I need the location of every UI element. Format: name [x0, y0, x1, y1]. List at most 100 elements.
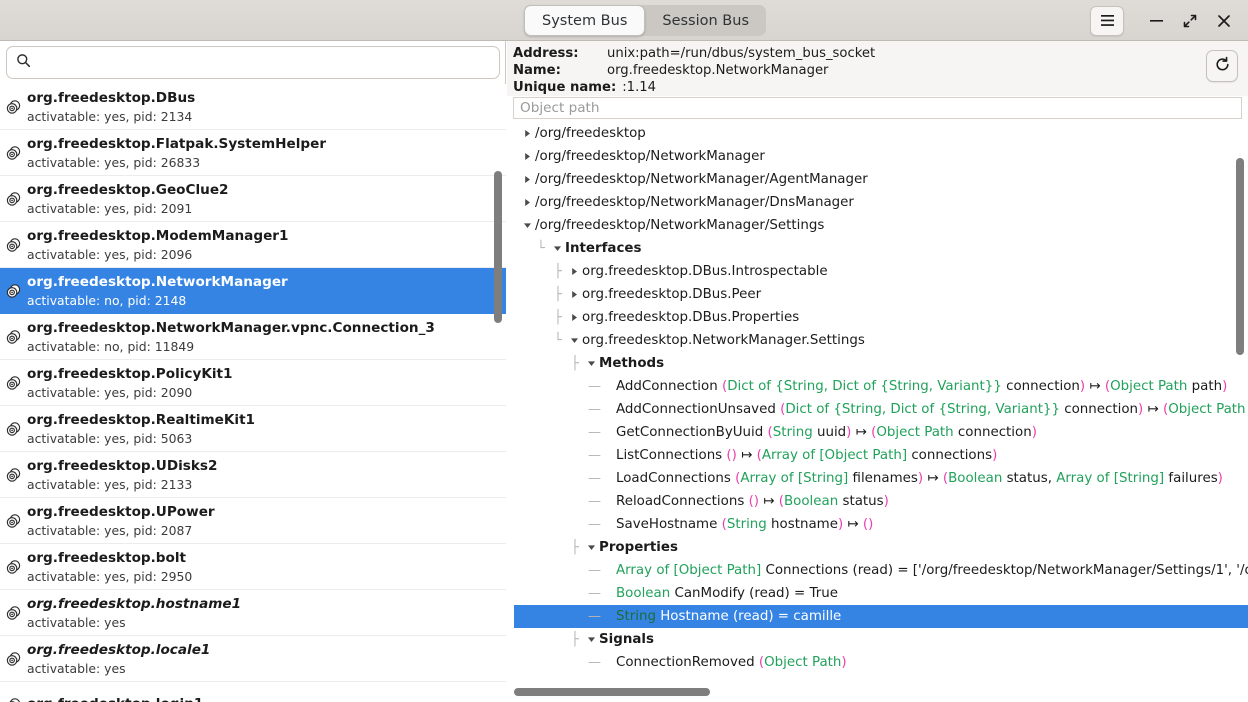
- service-name: org.freedesktop.locale1: [27, 641, 211, 658]
- dbus-service-icon: [5, 604, 22, 621]
- chevron-right-icon[interactable]: [567, 267, 582, 276]
- object-path-bar[interactable]: [513, 97, 1242, 119]
- tree-row[interactable]: —Boolean CanModify (read) = True: [514, 582, 1248, 605]
- tree-text: AddConnectionUnsaved: [616, 402, 781, 417]
- tree-horizontal-scrollbar[interactable]: [514, 688, 1238, 696]
- tree-text: ↦: [1143, 402, 1163, 417]
- service-detail: activatable: no, pid: 2148: [27, 292, 187, 308]
- tree-row-label: org.freedesktop.NetworkManager.Settings: [582, 333, 865, 348]
- address-value: unix:path=/run/dbus/system_bus_socket: [607, 46, 876, 61]
- close-button[interactable]: [1208, 6, 1240, 36]
- tree-text: AddConnection: [616, 379, 722, 394]
- signature-paren: ): [1138, 402, 1144, 417]
- tab-system-bus[interactable]: System Bus: [524, 5, 646, 36]
- tree-row[interactable]: ├org.freedesktop.DBus.Peer: [514, 283, 1248, 306]
- search-bar[interactable]: [6, 46, 500, 79]
- chevron-right-icon[interactable]: [520, 129, 535, 138]
- chevron-down-icon[interactable]: [567, 336, 582, 345]
- chevron-right-icon[interactable]: [520, 152, 535, 161]
- tree-row-label: /org/freedesktop/NetworkManager/DnsManag…: [535, 195, 854, 210]
- tree-row[interactable]: /org/freedesktop: [514, 122, 1248, 145]
- tree-group-label: Interfaces: [565, 241, 642, 256]
- tree-row[interactable]: —GetConnectionByUuid (String uuid) ↦ (Ob…: [514, 421, 1248, 444]
- tree-guide-line: ├: [571, 632, 579, 647]
- chevron-right-icon[interactable]: [520, 175, 535, 184]
- chevron-down-icon[interactable]: [584, 635, 599, 644]
- tree-text: ↦: [1085, 379, 1105, 394]
- hamburger-menu-button[interactable]: [1090, 5, 1124, 36]
- tree-row-label: String Hostname (read) = camille: [616, 609, 841, 624]
- refresh-button[interactable]: [1206, 50, 1238, 82]
- tree-row[interactable]: └Interfaces: [514, 237, 1248, 260]
- service-list-item[interactable]: org.freedesktop.NetworkManager.vpnc.Conn…: [0, 314, 506, 360]
- tree-text: org.freedesktop.DBus.Properties: [582, 310, 800, 325]
- tree-row[interactable]: —Array of [Object Path] Connections (rea…: [514, 559, 1248, 582]
- dbus-service-icon: [5, 190, 22, 207]
- chevron-down-icon[interactable]: [550, 244, 565, 253]
- dbus-service-icon: [5, 374, 22, 391]
- chevron-down-icon[interactable]: [584, 543, 599, 552]
- tree-row[interactable]: ├org.freedesktop.DBus.Properties: [514, 306, 1248, 329]
- tree-horizontal-scrollbar-thumb[interactable]: [514, 688, 710, 696]
- tree-row[interactable]: —LoadConnections (Array of [String] file…: [514, 467, 1248, 490]
- tree-row[interactable]: /org/freedesktop/NetworkManager: [514, 145, 1248, 168]
- tree-row[interactable]: /org/freedesktop/NetworkManager/AgentMan…: [514, 168, 1248, 191]
- tree-row[interactable]: ├Methods: [514, 352, 1248, 375]
- tree-row[interactable]: /org/freedesktop/NetworkManager/DnsManag…: [514, 191, 1248, 214]
- service-list-item[interactable]: org.freedesktop.login1: [0, 682, 506, 702]
- tree-row-label: org.freedesktop.DBus.Properties: [582, 310, 799, 325]
- tree-row[interactable]: —ListConnections () ↦ (Array of [Object …: [514, 444, 1248, 467]
- tree-text: connection: [953, 425, 1032, 440]
- introspection-tree[interactable]: /org/freedesktop/org/freedesktop/Network…: [514, 122, 1248, 687]
- signature-paren: (): [862, 517, 874, 532]
- tree-row[interactable]: —ReloadConnections () ↦ (Boolean status): [514, 490, 1248, 513]
- service-name: org.freedesktop.hostname1: [27, 595, 242, 612]
- tree-group-label: Methods: [599, 356, 665, 371]
- tree-row[interactable]: —ConnectionRemoved (Object Path): [514, 651, 1248, 674]
- tree-row[interactable]: ├Properties: [514, 536, 1248, 559]
- service-name: org.freedesktop.NetworkManager: [27, 273, 288, 290]
- sidebar-scrollbar-thumb[interactable]: [494, 171, 502, 323]
- tree-row[interactable]: —AddConnectionUnsaved (Dict of {String, …: [514, 398, 1248, 421]
- object-path-input[interactable]: [520, 100, 1235, 116]
- tab-session-bus[interactable]: Session Bus: [662, 12, 749, 29]
- chevron-right-icon[interactable]: [567, 313, 582, 322]
- tree-guide-line: —: [588, 448, 601, 463]
- tree-row-label: Properties: [599, 540, 678, 555]
- search-input[interactable]: [38, 54, 490, 71]
- sidebar-scrollbar[interactable]: [494, 41, 502, 659]
- chevron-down-icon[interactable]: [584, 359, 599, 368]
- tree-vertical-scrollbar-thumb[interactable]: [1236, 158, 1244, 355]
- signature-paren: ): [1031, 425, 1037, 440]
- tree-row[interactable]: ├Signals: [514, 628, 1248, 651]
- tree-row[interactable]: —AddConnection (Dict of {String, Dict of…: [514, 375, 1248, 398]
- maximize-button[interactable]: [1174, 6, 1206, 36]
- tree-row[interactable]: /org/freedesktop/NetworkManager/Settings: [514, 214, 1248, 237]
- signature-paren: (: [871, 425, 877, 440]
- chevron-down-icon[interactable]: [520, 221, 535, 230]
- minimize-button[interactable]: [1140, 6, 1172, 36]
- signature-paren: ): [1217, 471, 1223, 486]
- tree-row[interactable]: ├org.freedesktop.DBus.Introspectable: [514, 260, 1248, 283]
- tree-vertical-scrollbar[interactable]: [1236, 122, 1244, 687]
- chevron-right-icon[interactable]: [520, 198, 535, 207]
- tree-row[interactable]: —SaveHostname (String hostname) ↦ (): [514, 513, 1248, 536]
- tree-guide-line: —: [588, 586, 601, 601]
- tree-row[interactable]: —String Hostname (read) = camille: [514, 605, 1248, 628]
- service-list-item[interactable]: org.freedesktop.NetworkManager activatabl…: [0, 268, 506, 314]
- dbus-service-icon: [5, 144, 22, 161]
- tree-row[interactable]: └org.freedesktop.NetworkManager.Settings: [514, 329, 1248, 352]
- chevron-right-icon[interactable]: [567, 290, 582, 299]
